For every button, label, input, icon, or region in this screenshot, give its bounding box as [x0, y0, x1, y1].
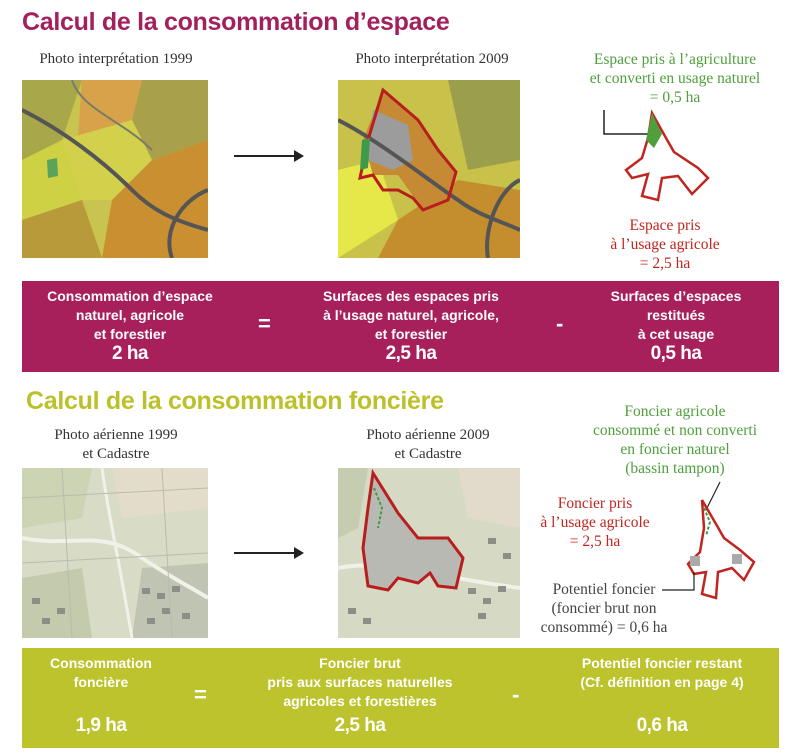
arrow-right-icon: [234, 547, 304, 559]
formula1-left-line2: naturel, agricole: [75, 307, 185, 323]
formula1-right-value: 0,5 ha: [650, 343, 702, 364]
note-green-2-line1: Foncier agricole: [624, 403, 726, 420]
formula2-middle-line3: agricoles et forestières: [283, 693, 437, 709]
arrow-right-icon: [234, 150, 304, 162]
note-grey-2-line2: (foncier brut non: [551, 600, 657, 617]
note-grey-2-line3: consommé) = 0,6 ha: [540, 619, 668, 636]
photo3-caption-line2: et Cadastre: [82, 446, 150, 462]
formula2-right-value: 0,6 ha: [636, 715, 688, 736]
note-green-1-line1: Espace pris à l’agriculture: [593, 51, 757, 68]
formula-band-2: Consommation foncière 1,9 ha = Foncier b…: [22, 648, 779, 748]
formula2-left: Consommation foncière: [26, 654, 176, 692]
note-green-2-line4: (bassin tampon): [625, 460, 725, 477]
note-green-1-line3: = 0,5 ha: [649, 89, 701, 106]
note-green-2-line2: consommé et non converti: [593, 422, 757, 439]
cadastre-photo-2009: [338, 468, 520, 638]
note-green-1: Espace pris à l’agriculture et converti …: [560, 50, 790, 107]
equals-sign: =: [194, 682, 207, 707]
formula2-left-value: 1,9 ha: [75, 715, 127, 736]
note-red-1: Espace pris à l’usage agricole = 2,5 ha: [580, 216, 750, 273]
formula1-middle-line2: à l’usage naturel, agricole,: [323, 307, 499, 323]
minus-sign: -: [556, 311, 564, 336]
aerial-photo-1999: [22, 80, 208, 258]
photo1-caption: Photo interprétation 1999: [39, 51, 193, 67]
formula1-right: Surfaces d’espaces restitués à cet usage…: [582, 287, 770, 363]
formula1-middle-line1: Surfaces des espaces pris: [323, 288, 499, 304]
formula1-right-line3: à cet usage: [637, 326, 715, 342]
note-red-2-line2: à l’usage agricole: [540, 514, 650, 531]
photo4-caption-line1: Photo aérienne 2009: [366, 427, 490, 443]
formula2-left-line1: Consommation: [50, 655, 152, 671]
formula1-middle-line3: et forestier: [374, 326, 448, 342]
formula1-left-value: 2 ha: [111, 343, 149, 364]
note-red-2: Foncier pris à l’usage agricole = 2,5 ha: [520, 494, 670, 551]
note-grey-2: Potentiel foncier (foncier brut non cons…: [524, 580, 684, 637]
formula2-left-line2: foncière: [73, 674, 129, 690]
note-green-2-line3: en foncier naturel: [620, 441, 730, 458]
parcel-outline-diagram: [662, 481, 756, 600]
formula1-left-line1: Consommation d’espace: [47, 288, 213, 304]
photo4-caption: Photo aérienne 2009 et Cadastre: [334, 426, 522, 464]
formula2-right-line2: (Cf. définition en page 4): [580, 674, 744, 690]
note-red-2-line1: Foncier pris: [557, 495, 633, 512]
formula2-middle-line1: Foncier brut: [319, 655, 401, 671]
photo3-caption: Photo aérienne 1999 et Cadastre: [22, 426, 210, 464]
formula2-right-line1: Potentiel foncier restant: [581, 655, 743, 671]
aerial-photo-2009: [338, 80, 520, 258]
cadastre-photo-1999: [22, 468, 208, 638]
minus-sign: -: [512, 682, 520, 707]
formula2-middle: Foncier brut pris aux surfaces naturelle…: [234, 654, 486, 711]
formula2-middle-value: 2,5 ha: [334, 715, 386, 736]
formula-band-1: Consommation d’espace naturel, agricole …: [22, 281, 779, 372]
photo4-caption-line2: et Cadastre: [394, 446, 462, 462]
photo2-caption: Photo interprétation 2009: [355, 51, 509, 67]
formula1-left: Consommation d’espace naturel, agricole …: [30, 287, 230, 363]
note-grey-2-line1: Potentiel foncier: [552, 581, 656, 598]
note-green-1-line2: et converti en usage naturel: [589, 70, 761, 87]
formula1-right-line1: Surfaces d’espaces: [610, 288, 742, 304]
section1-title: Calcul de la consommation d’espace: [22, 8, 450, 36]
formula1-left-line3: et forestier: [93, 326, 167, 342]
note-green-2: Foncier agricole consommé et non convert…: [560, 402, 790, 478]
note-red-1-line3: = 2,5 ha: [639, 255, 691, 272]
formula1-middle: Surfaces des espaces pris à l’usage natu…: [300, 287, 522, 363]
note-red-1-line1: Espace pris: [629, 217, 701, 234]
equals-sign: =: [258, 311, 271, 336]
section2-title: Calcul de la consommation foncière: [26, 387, 444, 415]
plot-outline-diagram: [603, 109, 710, 202]
formula2-middle-line2: pris aux surfaces naturelles: [267, 674, 453, 690]
note-red-1-line2: à l’usage agricole: [610, 236, 720, 253]
formula1-right-line2: restitués: [646, 307, 706, 323]
photo3-caption-line1: Photo aérienne 1999: [54, 427, 178, 443]
note-red-2-line3: = 2,5 ha: [569, 533, 621, 550]
formula1-middle-value: 2,5 ha: [385, 343, 437, 364]
formula2-right: Potentiel foncier restant (Cf. définitio…: [550, 654, 774, 692]
